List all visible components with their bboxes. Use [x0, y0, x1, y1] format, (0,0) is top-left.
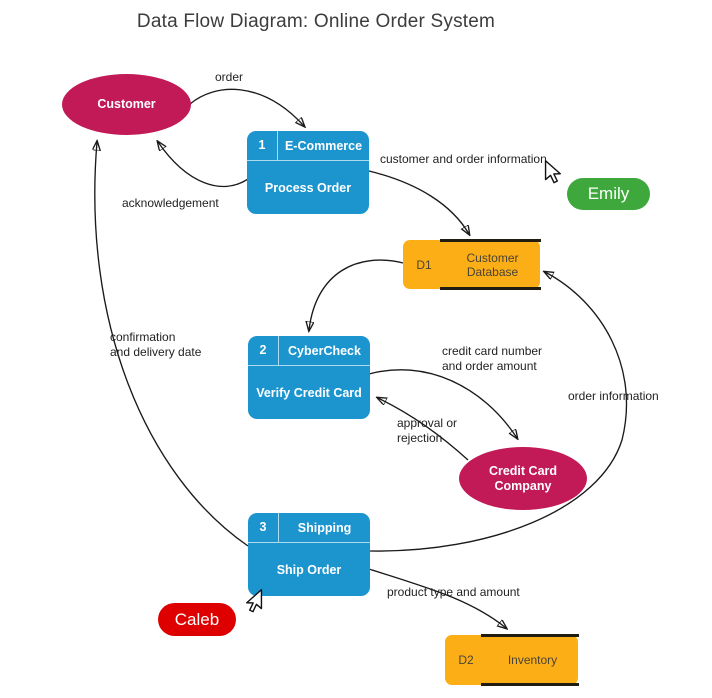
data-store-d2-inventory[interactable]: D2 Inventory [445, 634, 579, 686]
external-entity-credit-card-company[interactable]: Credit Card Company [459, 447, 587, 510]
customer-label: Customer [97, 97, 156, 111]
arrow-order[interactable] [189, 88, 304, 126]
process-3-system: Shipping [297, 520, 352, 535]
data-store-d1-label: Customer Database [466, 250, 519, 279]
process-3-ship-order[interactable]: 3 Shipping Ship Order [248, 513, 370, 596]
process-1-process-order[interactable]: 1 E-Commerce Process Order [247, 131, 369, 214]
flow-label-credit-card-number-and-order-amount[interactable]: credit card number and order amount [442, 344, 543, 373]
flow-label-order-information[interactable]: order information [568, 389, 659, 403]
presence-name-caleb: Caleb [174, 609, 220, 629]
flow-label-order[interactable]: order [215, 70, 244, 84]
arrow-database-to-verify[interactable] [309, 259, 404, 330]
diagram-title: Data Flow Diagram: Online Order System [136, 11, 496, 32]
caleb-cursor-icon [246, 589, 263, 613]
flow-label-acknowledgement[interactable]: acknowledgement [122, 196, 219, 210]
process-1-system: E-Commerce [284, 138, 363, 153]
process-1-number: 1 [247, 131, 278, 160]
arrow-customer-and-order-information[interactable] [368, 170, 469, 234]
presence-pill-caleb: Caleb [158, 603, 236, 636]
process-2-number: 2 [248, 336, 279, 365]
data-store-d1-customer-database[interactable]: D1 Customer Database [403, 239, 542, 290]
process-3-label: Ship Order [276, 562, 342, 577]
emily-cursor-icon [544, 160, 561, 184]
process-2-header: 2 CyberCheck [248, 336, 370, 366]
flow-label-approval-or-rejection[interactable]: approval or rejection [397, 416, 458, 445]
arrow-order-information[interactable] [368, 272, 628, 552]
presence-name-emily: Emily [587, 184, 630, 203]
data-store-d1-id: D1 [416, 257, 432, 272]
process-2-verify-credit-card[interactable]: 2 CyberCheck Verify Credit Card [248, 336, 370, 419]
process-2-label: Verify Credit Card [256, 385, 362, 400]
data-store-d2-id: D2 [458, 653, 474, 667]
flow-label-confirmation-and-delivery-date[interactable]: confirmation and delivery date [110, 330, 202, 359]
arrow-product-type-and-amount[interactable] [368, 568, 506, 628]
flow-label-product-type-and-amount[interactable]: product type and amount [387, 585, 520, 599]
arrow-approval-or-rejection[interactable] [378, 398, 469, 461]
arrow-credit-card-number-and-order-amount[interactable] [368, 369, 517, 438]
flow-label-customer-and-order-information[interactable]: customer and order information [380, 152, 547, 166]
credit-card-company-label: Credit Card Company [488, 463, 558, 493]
process-3-number: 3 [248, 513, 279, 542]
presence-pill-emily: Emily [567, 178, 650, 210]
external-entity-customer[interactable]: Customer [62, 74, 191, 135]
process-3-header: 3 Shipping [248, 513, 370, 543]
data-store-d2-label: Inventory [507, 653, 558, 667]
process-2-system: CyberCheck [288, 343, 361, 358]
process-1-header: 1 E-Commerce [247, 131, 369, 161]
arrow-acknowledgement[interactable] [158, 142, 249, 188]
process-1-label: Process Order [264, 180, 352, 195]
arrow-confirmation-and-delivery-date[interactable] [95, 142, 249, 547]
